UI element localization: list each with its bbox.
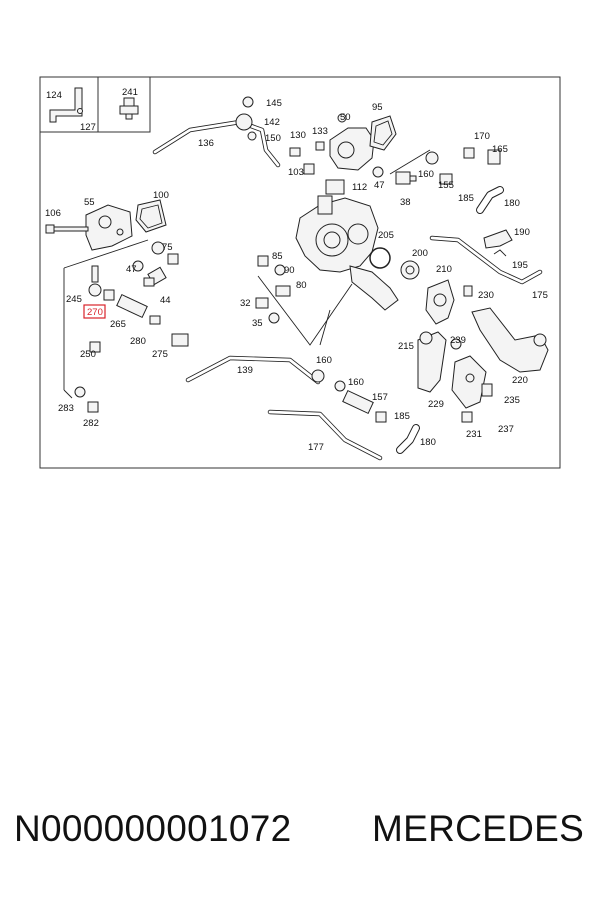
thermostat-200	[400, 260, 420, 280]
label-245: 245	[66, 294, 82, 305]
label-80: 80	[296, 280, 307, 291]
label-195: 195	[512, 260, 528, 271]
label-50: 50	[340, 112, 351, 123]
label-180b: 180	[420, 437, 436, 448]
label-157: 157	[372, 392, 388, 403]
label-190: 190	[514, 227, 530, 238]
housing-50	[329, 113, 375, 171]
gasket-95	[369, 115, 397, 151]
label-130: 130	[290, 130, 306, 141]
hose-180-upper	[476, 186, 504, 214]
label-142: 142	[264, 117, 280, 128]
label-180a: 180	[504, 198, 520, 209]
label-112: 112	[352, 182, 367, 193]
highlight-box	[83, 304, 106, 319]
label-185a: 185	[458, 193, 474, 204]
label-235: 235	[504, 395, 520, 406]
diagram-frame	[39, 76, 561, 469]
label-35: 35	[252, 318, 263, 329]
bracket-229	[451, 355, 487, 409]
label-90: 90	[284, 265, 295, 276]
part-labels: 124 127 241 145 142 150 130 133 50 95 13…	[45, 87, 548, 453]
label-215: 215	[398, 341, 414, 352]
bracket-190	[483, 229, 513, 249]
label-250: 250	[80, 349, 96, 360]
label-145: 145	[266, 98, 282, 109]
label-155: 155	[438, 180, 454, 191]
label-160c: 160	[348, 377, 364, 388]
label-44: 44	[160, 295, 171, 306]
label-100: 100	[153, 190, 169, 201]
label-270: 270	[87, 307, 103, 318]
footer: N000000001072 MERCEDES	[0, 808, 600, 858]
pipe-136	[152, 119, 281, 168]
label-229: 229	[428, 399, 444, 410]
label-200: 200	[412, 248, 428, 259]
label-282: 282	[83, 418, 99, 429]
label-280: 280	[130, 336, 146, 347]
label-103: 103	[288, 167, 304, 178]
bolt-106	[45, 224, 89, 234]
sensor-157	[342, 389, 374, 415]
label-205: 205	[378, 230, 394, 241]
label-175: 175	[532, 290, 548, 301]
label-230: 230	[478, 290, 494, 301]
group-leader-lines	[63, 149, 431, 399]
label-150: 150	[265, 133, 281, 144]
connector-245	[88, 265, 102, 297]
label-210: 210	[436, 264, 452, 275]
sensor-44	[143, 266, 167, 287]
pipe-139	[185, 355, 321, 385]
label-177: 177	[308, 442, 324, 453]
pipe-215	[417, 331, 447, 393]
label-160a: 160	[418, 169, 434, 180]
sensor-241-part	[119, 97, 139, 120]
label-136: 136	[198, 138, 214, 149]
label-275: 275	[152, 349, 168, 360]
label-170: 170	[474, 131, 490, 142]
pipe-177	[267, 409, 383, 461]
sensor-265	[116, 293, 148, 319]
label-75: 75	[162, 242, 173, 253]
cover-210	[425, 279, 455, 325]
water-pump-housing	[295, 195, 399, 311]
label-265: 265	[110, 319, 126, 330]
seal-ring-205	[369, 247, 391, 269]
inset-box-241	[97, 76, 151, 133]
clip-195	[493, 249, 507, 257]
label-38: 38	[400, 197, 411, 208]
label-237: 237	[498, 424, 514, 435]
brand-name: MERCEDES	[372, 808, 585, 849]
label-95: 95	[372, 102, 383, 113]
label-106: 106	[45, 208, 61, 219]
label-160b: 160	[316, 355, 332, 366]
label-85: 85	[272, 251, 283, 262]
flange-55	[85, 204, 133, 251]
label-47a: 47	[374, 180, 385, 191]
elbow-pipe-220	[471, 307, 549, 373]
label-239: 239	[450, 335, 466, 346]
part-number: N000000001072	[14, 808, 292, 849]
label-55: 55	[84, 197, 95, 208]
gasket-100	[135, 199, 167, 233]
label-220: 220	[512, 375, 528, 386]
sensor-38	[395, 171, 417, 185]
label-185b: 185	[394, 411, 410, 422]
label-32: 32	[240, 298, 251, 309]
label-231: 231	[466, 429, 482, 440]
label-133: 133	[312, 126, 328, 137]
label-283: 283	[58, 403, 74, 414]
label-124: 124	[46, 90, 62, 101]
bracket-part	[49, 87, 83, 123]
label-47b: 47	[126, 264, 137, 275]
label-139: 139	[237, 365, 253, 376]
hose-180-lower	[396, 424, 420, 454]
label-165: 165	[492, 144, 508, 155]
small-parts	[74, 96, 501, 423]
pipe-175	[429, 235, 543, 285]
label-241: 241	[122, 87, 138, 98]
label-127: 127	[80, 122, 96, 133]
parts-diagram: 124 127 241 145 142 150 130 133 50 95 13…	[39, 76, 561, 469]
